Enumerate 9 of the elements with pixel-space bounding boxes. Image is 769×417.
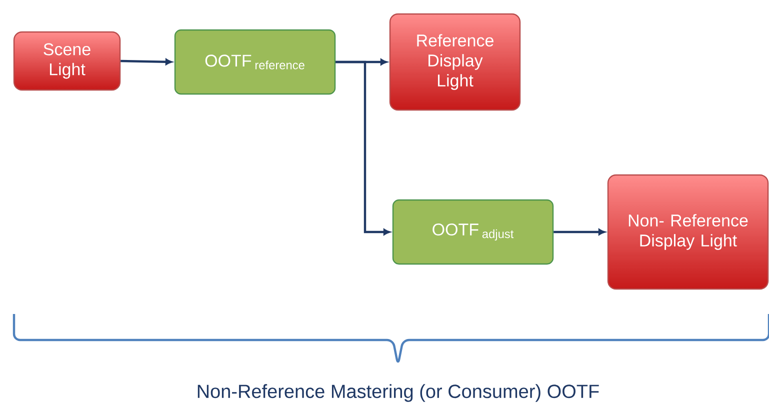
caption: Non-Reference Mastering (or Consumer) OOTF <box>198 384 599 402</box>
arrow <box>554 228 606 236</box>
arrow <box>336 60 390 236</box>
arrow <box>120 58 172 66</box>
light-box: Scene Light <box>13 31 121 91</box>
transform-box: $\mathrm{OOTF}\,{}_{\mathrm{adjust}}$ <box>392 199 554 265</box>
light-box: Reference Display Light <box>389 13 521 111</box>
light-box: Non- Reference Display Light <box>607 174 769 290</box>
transform-box: $\mathrm{OOTF}\,{}_{\mathrm{reference}}$ <box>174 29 336 95</box>
